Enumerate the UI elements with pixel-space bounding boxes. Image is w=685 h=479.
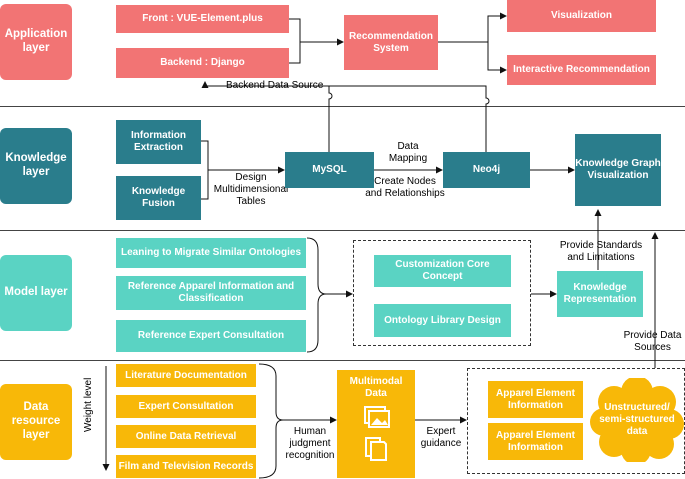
- information-extraction-box: Information Extraction: [116, 120, 201, 164]
- expert-guidance-label: Expert guidance: [420, 426, 462, 449]
- human-judgment-label: Human judgment recognition: [285, 426, 335, 461]
- data-item-film-tv: Film and Television Records: [116, 455, 256, 478]
- model-item-expert-consultation: Reference Expert Consultation: [116, 320, 306, 352]
- backend-data-source-label: Backend Data Source: [226, 80, 324, 91]
- ontology-design-group: [353, 240, 531, 346]
- interactive-recommendation-box: Interactive Recommendation: [507, 55, 656, 85]
- mysql-box: MySQL: [285, 152, 374, 188]
- data-mapping-label: Data Mapping: [388, 141, 428, 164]
- data-item-literature: Literature Documentation: [116, 364, 256, 387]
- design-tables-label: Design Multidimensional Tables: [213, 172, 289, 207]
- separator-application-knowledge: [0, 106, 685, 107]
- data-resource-layer-label: Data resource layer: [0, 384, 72, 460]
- application-layer-label: Application layer: [0, 4, 72, 80]
- separator-knowledge-model: [0, 230, 685, 231]
- unstructured-data-label: Unstructured/ semi-structured data: [599, 402, 675, 437]
- model-item-apparel-classification: Reference Apparel Information and Classi…: [116, 276, 306, 310]
- provide-data-sources-label: Provide Data Sources: [623, 330, 682, 353]
- customization-core-concept-box: Customization Core Concept: [374, 255, 511, 287]
- data-item-online-retrieval: Online Data Retrieval: [116, 425, 256, 448]
- apparel-element-information-box-2: Apparel Element Information: [488, 423, 583, 460]
- recommendation-system-box: Recommendation System: [344, 15, 438, 70]
- knowledge-graph-visualization-box: Knowledge Graph Visualization: [575, 134, 661, 206]
- neo4j-box: Neo4j: [443, 152, 530, 188]
- multimodal-data-label: Multimodal Data: [349, 376, 403, 399]
- knowledge-fusion-box: Knowledge Fusion: [116, 176, 201, 220]
- apparel-element-information-box-1: Apparel Element Information: [488, 381, 583, 418]
- front-box: Front : VUE-Element.plus: [116, 5, 289, 33]
- model-layer-label: Model layer: [0, 255, 72, 331]
- provide-standards-label: Provide Standards and Limitations: [559, 240, 643, 263]
- separator-model-data: [0, 360, 685, 361]
- cloud-shape: [590, 378, 684, 462]
- visualization-box: Visualization: [507, 0, 656, 32]
- multimodal-data-box: Multimodal Data: [337, 370, 415, 478]
- weight-level-label: Weight level: [83, 377, 94, 432]
- data-item-expert-consultation: Expert Consultation: [116, 395, 256, 418]
- knowledge-representation-box: Knowledge Representation: [557, 271, 643, 317]
- create-nodes-label: Create Nodes and Relationships: [365, 176, 445, 199]
- model-item-migrate-ontologies: Leaning to Migrate Similar Ontologies: [116, 238, 306, 268]
- backend-box: Backend : Django: [116, 48, 289, 78]
- ontology-library-design-box: Ontology Library Design: [374, 304, 511, 337]
- image-icon: [364, 406, 390, 428]
- document-icon: [365, 437, 387, 461]
- knowledge-layer-label: Knowledge layer: [0, 128, 72, 204]
